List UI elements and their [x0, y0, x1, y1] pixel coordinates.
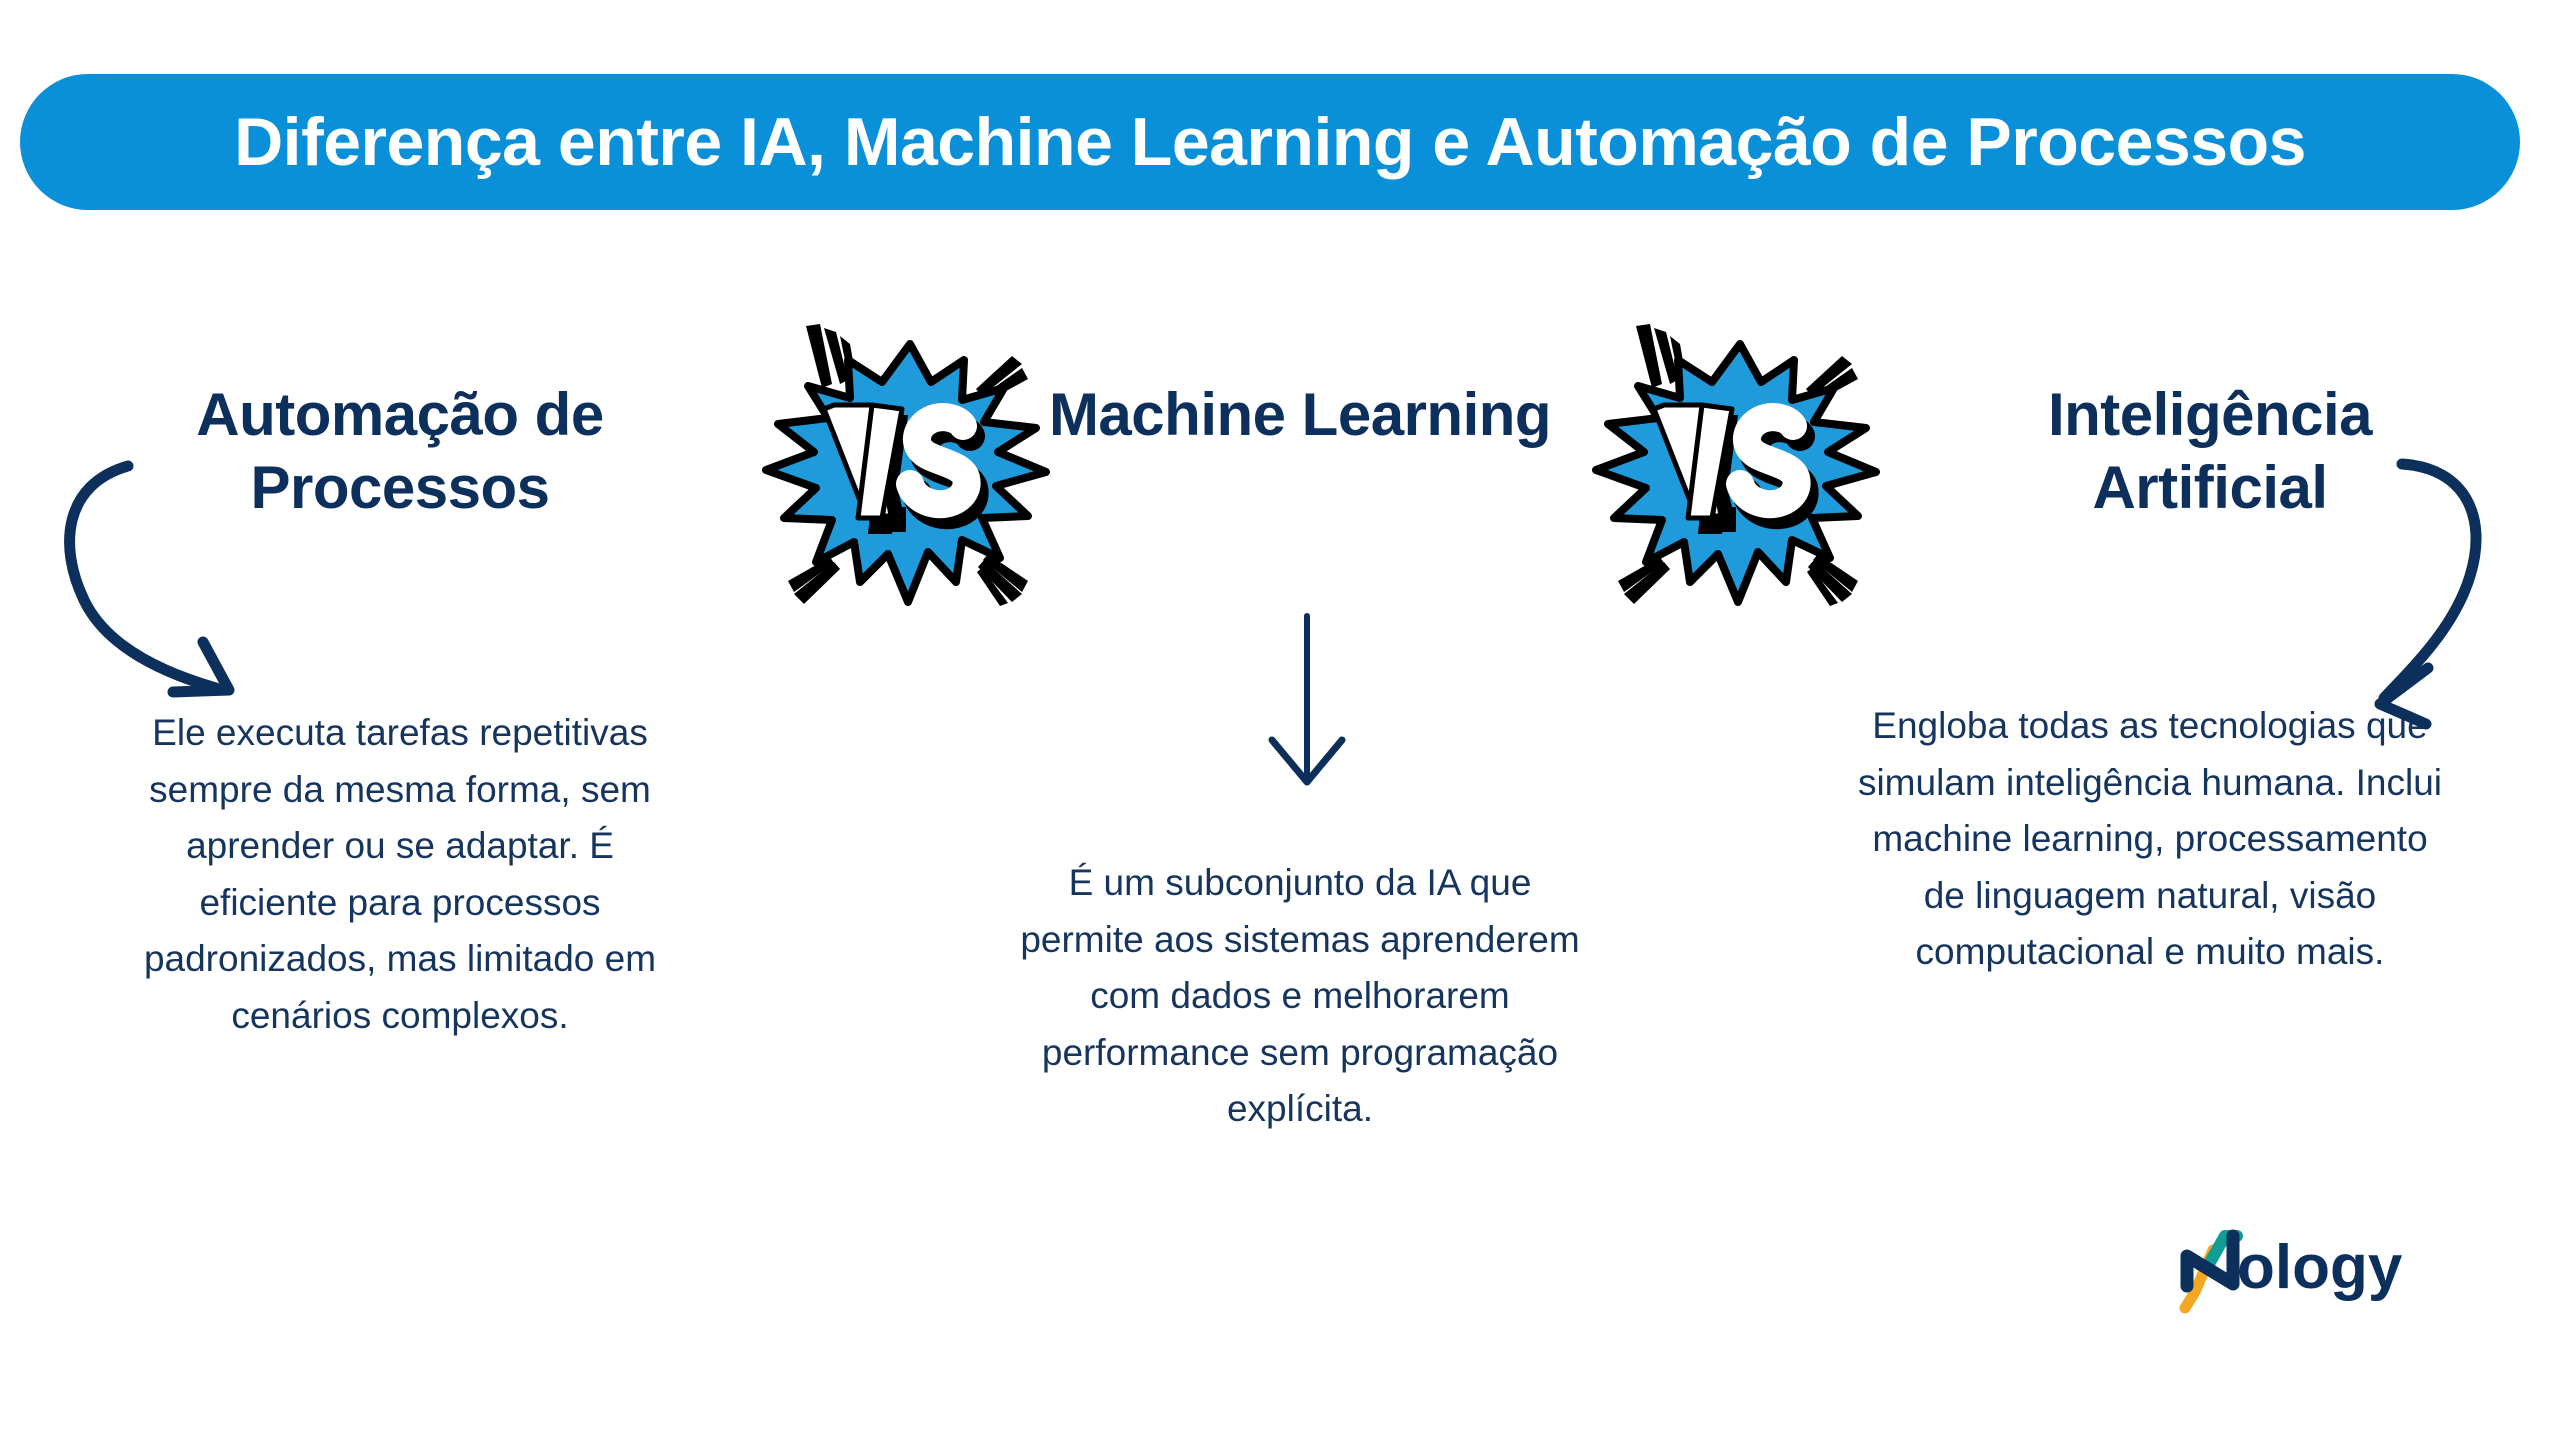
column-body-machine-learning: É um subconjunto da IA que permite aos s…: [1020, 862, 1580, 1130]
curved-arrow-down-left-icon: [2370, 440, 2560, 730]
column-body-automacao: Ele executa tarefas repetitivas sempre d…: [143, 712, 657, 1037]
column-heading-machine-learning: Machine Learning: [1048, 381, 1552, 448]
column-heading-automacao: Automação de Processos: [196, 381, 604, 522]
curved-arrow-down-right-icon: [40, 450, 300, 710]
nology-wordmark: ology: [2237, 1233, 2403, 1302]
title-banner: Diferença entre IA, Machine Learning e A…: [20, 74, 2520, 210]
column-heading-inteligencia-artificial: Inteligência Artificial: [2047, 381, 2373, 522]
nology-logo: ology: [2175, 1222, 2465, 1318]
straight-arrow-down-icon: [1250, 590, 1410, 820]
column-body-inteligencia-artificial: Engloba todas as tecnologias que simulam…: [1857, 705, 2443, 973]
vs-starburst-badge-2: VS: [1580, 310, 1900, 620]
vs-starburst-badge-1: VS: [750, 310, 1070, 620]
nology-logo-mark: ology: [2179, 1229, 2403, 1314]
page-title: Diferença entre IA, Machine Learning e A…: [234, 104, 2306, 180]
